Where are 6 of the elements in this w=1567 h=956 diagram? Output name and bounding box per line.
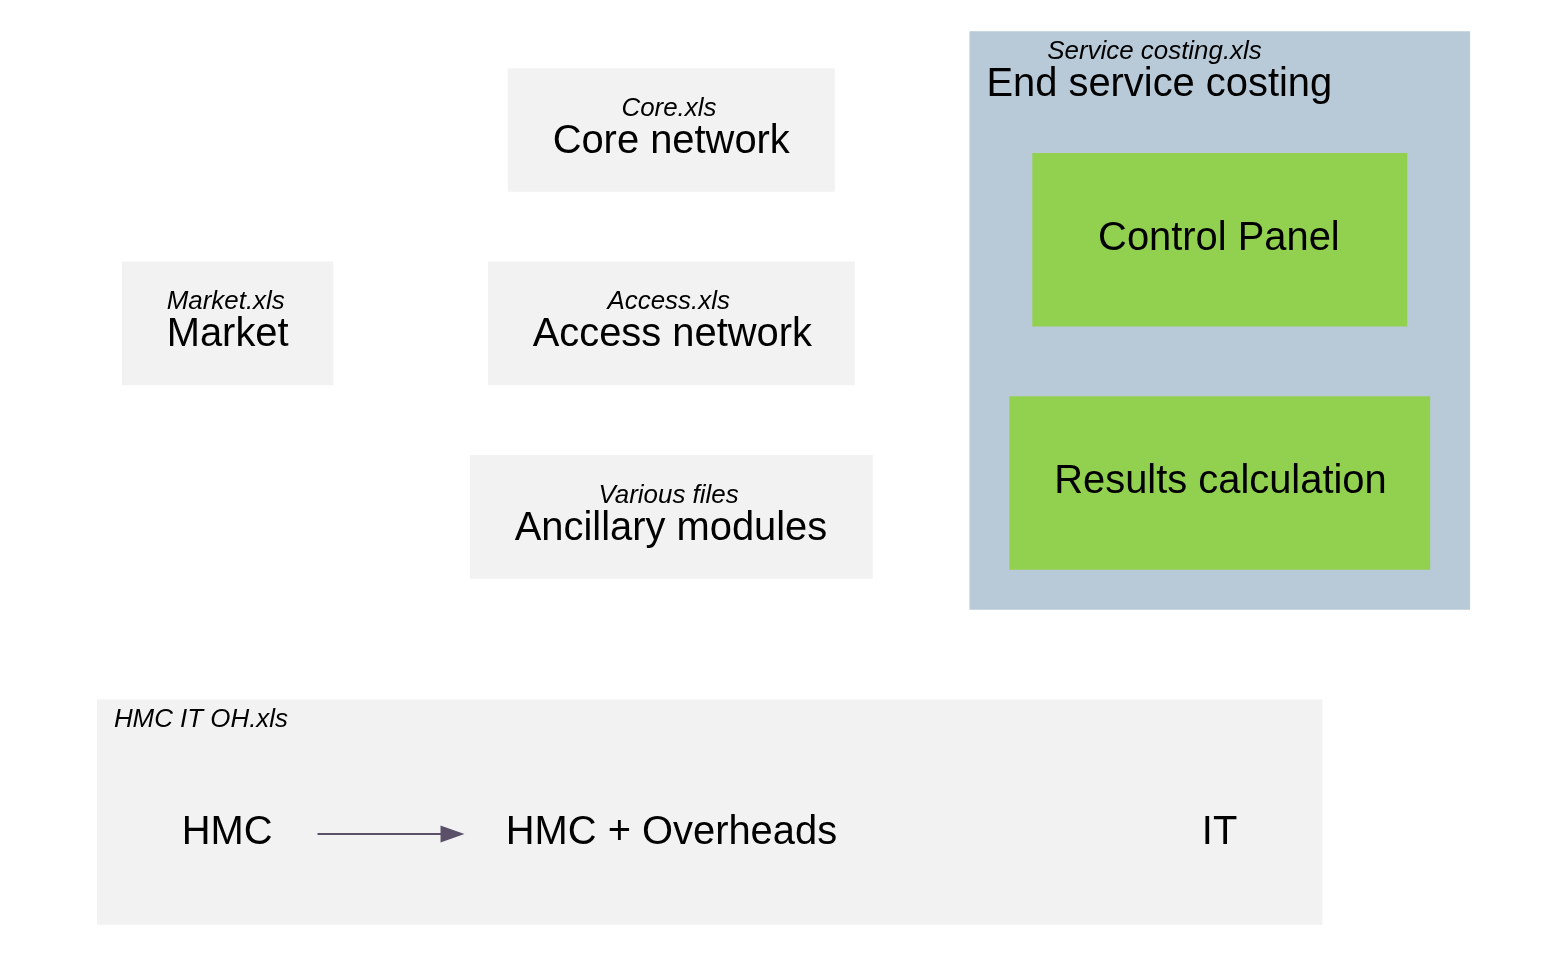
- node-text: HMC + Overheads: [505, 807, 838, 852]
- node-text: IT: [1201, 807, 1238, 852]
- node-box: Control Panel: [1032, 152, 1408, 327]
- arrow: [316, 825, 465, 843]
- node-box: Results calculation: [1009, 396, 1431, 570]
- node-text: HMC: [181, 807, 273, 852]
